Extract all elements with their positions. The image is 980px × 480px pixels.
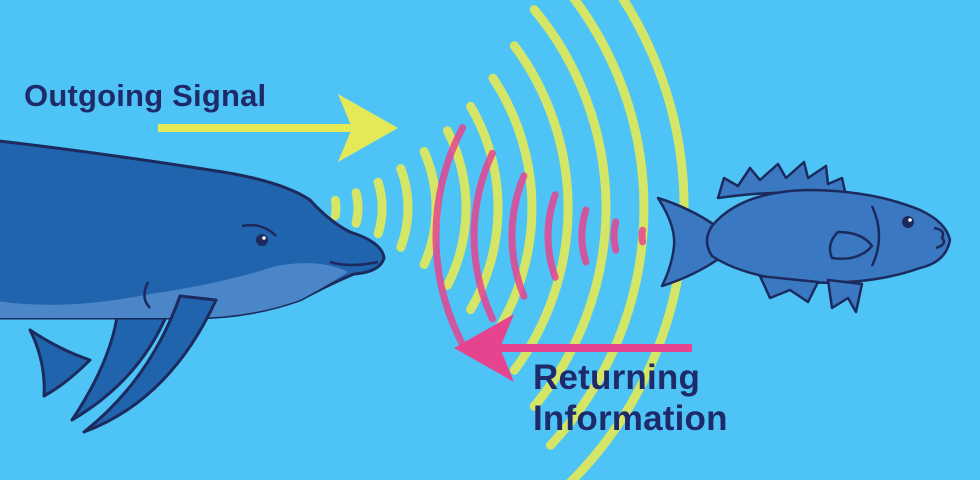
fish-body [705,188,952,284]
fish-gill-line [870,205,881,267]
returning-wave-arc [432,124,467,348]
fish-pectoral-fin [828,230,874,260]
outgoing-signal-label: Outgoing Signal [24,78,267,113]
dolphin-flipper-crease [143,281,151,309]
returning-wave-arc [544,191,559,281]
outgoing-wave-arc [546,0,649,450]
dolphin-eye-ridge [241,223,277,237]
dolphin-belly [0,263,348,319]
returning-wave-arc [508,172,528,300]
returning-information-label-line1: Returning [533,358,701,397]
returning-signal-waves [432,124,647,348]
fish-tail [656,196,722,288]
returning-arrow-icon [454,314,692,382]
dolphin-rear-flipper [70,308,170,422]
outgoing-wave-arc [396,164,413,252]
dolphin-mouth-line [329,260,379,267]
fish-pelvic-fin [826,278,864,314]
dolphin-eye [256,234,268,246]
dolphin-illustration [0,139,386,434]
fish-mouth [933,226,946,250]
fish-illustration [656,160,952,314]
outgoing-arrow-icon [158,94,398,162]
outgoing-wave-arc [373,177,387,239]
fish-anal-fin [758,274,820,304]
returning-wave-arc [610,218,620,254]
returning-wave-arc [578,206,590,266]
outgoing-wave-arc [488,73,537,343]
returning-wave-arc [470,149,496,323]
outgoing-wave-arc [330,195,341,221]
outgoing-wave-arc [351,188,363,228]
returning-information-label-line2: Information [533,399,728,438]
outgoing-wave-arc [509,41,573,375]
returning-wave-arc [638,226,647,246]
fish-eye [902,216,914,228]
outgoing-wave-arc [529,5,611,411]
dolphin-front-flipper [82,294,218,434]
dolphin-tail-fin [28,328,92,398]
